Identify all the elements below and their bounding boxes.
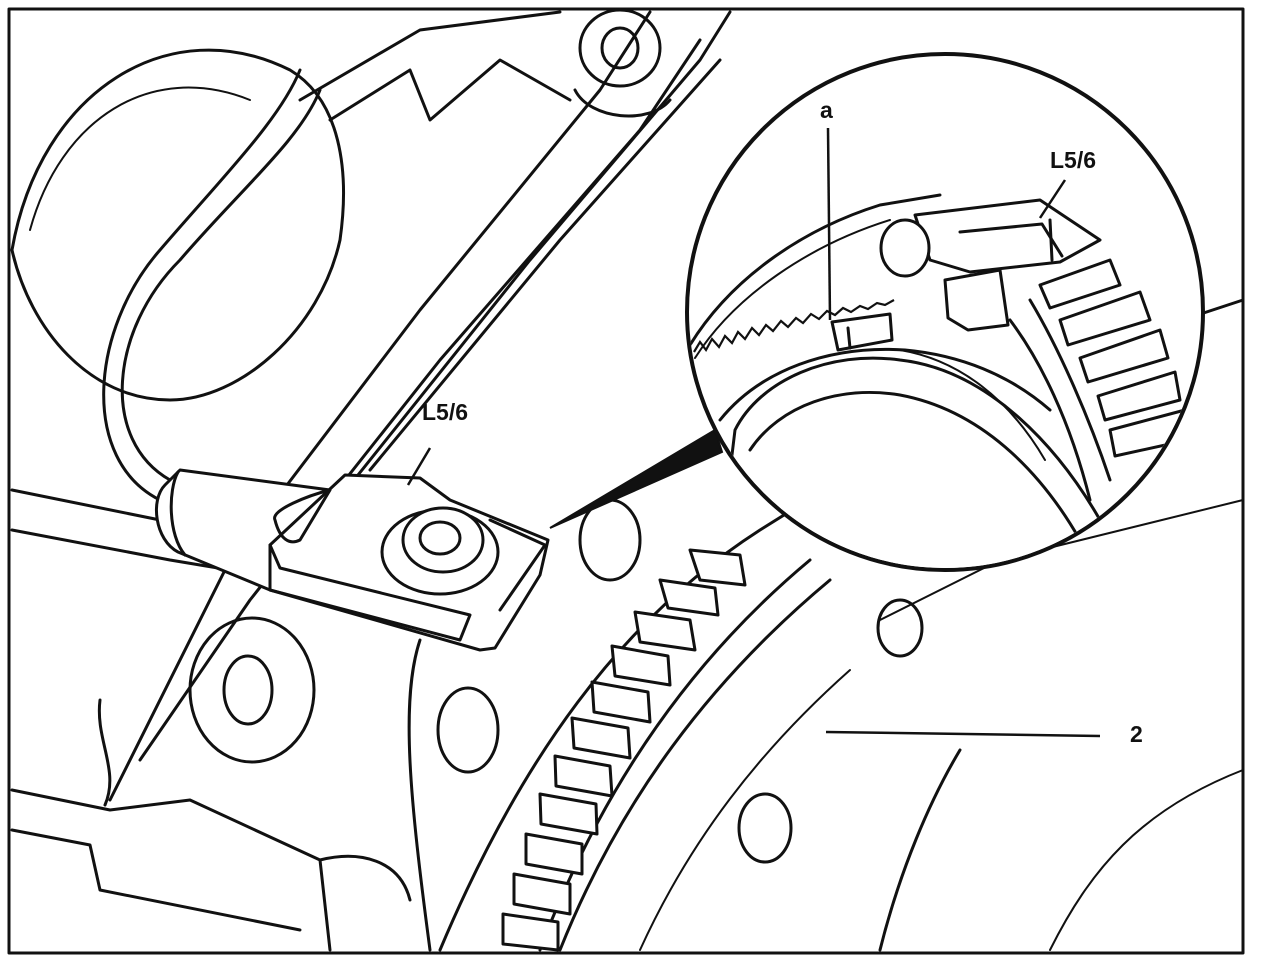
detail-pointer: [549, 428, 724, 529]
label-sensor-main: L5/6: [422, 399, 468, 425]
detail-sensor-icon: [830, 198, 1102, 352]
gap-leader-line: [826, 127, 832, 321]
label-sensor-detail: L5/6: [1050, 147, 1096, 173]
sensor-leader-line: [406, 447, 432, 486]
detail-magnifier-icon: [685, 52, 1205, 572]
label-gap: a: [820, 97, 833, 123]
detail-ring-gear-teeth: [1038, 258, 1190, 458]
detail-sensor-leader-line: [1038, 179, 1067, 219]
fine-gear-teeth: [693, 299, 895, 353]
flywheel-leader-line: [825, 730, 1101, 738]
ring-gear-teeth: [501, 548, 747, 952]
label-flywheel: 2: [1130, 721, 1143, 747]
crankshaft-position-sensor-icon: [154, 428, 724, 652]
flywheel: [438, 298, 1245, 952]
engine-housing: [10, 8, 732, 952]
